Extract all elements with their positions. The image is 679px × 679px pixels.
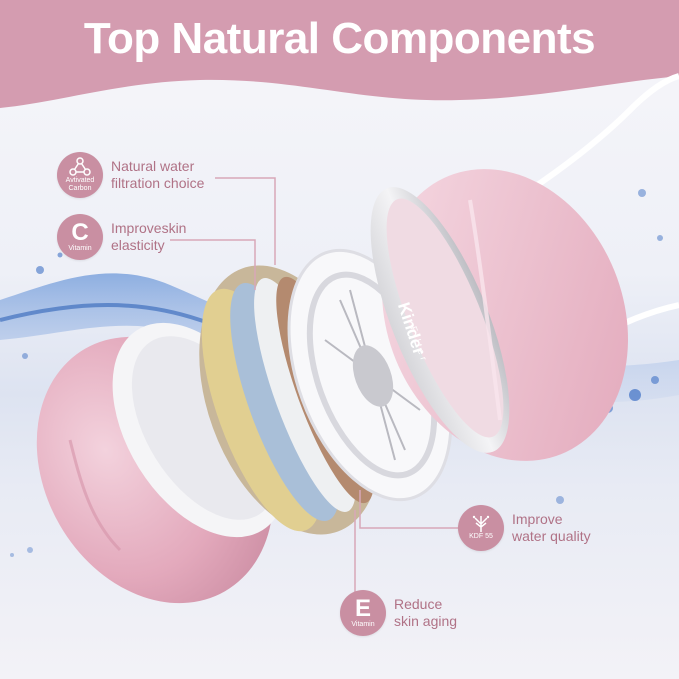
vitamin-label: Vitamin: [351, 621, 375, 628]
callout-line: filtration choice: [111, 175, 205, 191]
callout-line: Improveskin: [111, 220, 187, 236]
callout-vitamin-c: C Vitamin Improveskin elasticity: [57, 214, 186, 260]
vitamin-letter: E: [354, 595, 371, 622]
callout-line: Reduce: [394, 596, 443, 612]
callout-text: Improveskin elasticity: [111, 220, 186, 254]
vitamin-c-badge: C Vitamin: [57, 214, 103, 260]
callout-text: Improve water quality: [512, 511, 591, 545]
callout-line: Improve: [512, 511, 563, 527]
title-banner: [0, 0, 679, 108]
sparkle-icon: [472, 515, 490, 532]
callout-line: water quality: [512, 528, 591, 544]
callout-text: Reduce skin aging: [394, 596, 457, 630]
vitamin-letter: C: [71, 219, 89, 246]
activated-carbon-badge: Avtivated Carbon: [57, 152, 103, 198]
callout-vitamin-e: E Vitamin Reduce skin aging: [340, 590, 457, 636]
callout-line: elasticity: [111, 237, 165, 253]
shower-head-front-cap: [370, 169, 628, 461]
page-title: Top Natural Components: [83, 14, 596, 63]
callout-line: skin aging: [394, 613, 458, 629]
callout-activated-carbon: Avtivated Carbon Natural water filtratio…: [57, 152, 204, 198]
kdf55-badge: KDF 55: [458, 505, 504, 551]
callout-line: Natural water: [111, 158, 195, 174]
molecule-icon: [69, 157, 91, 176]
callout-kdf55: KDF 55 Improve water quality: [458, 505, 591, 551]
callout-text: Natural water filtration choice: [111, 158, 204, 192]
vitamin-e-badge: E Vitamin: [340, 590, 386, 636]
vitamin-label: Vitamin: [68, 245, 92, 252]
activated-carbon-label: Avtivated Carbon: [65, 177, 95, 192]
kdf55-label: KDF 55: [469, 533, 493, 540]
